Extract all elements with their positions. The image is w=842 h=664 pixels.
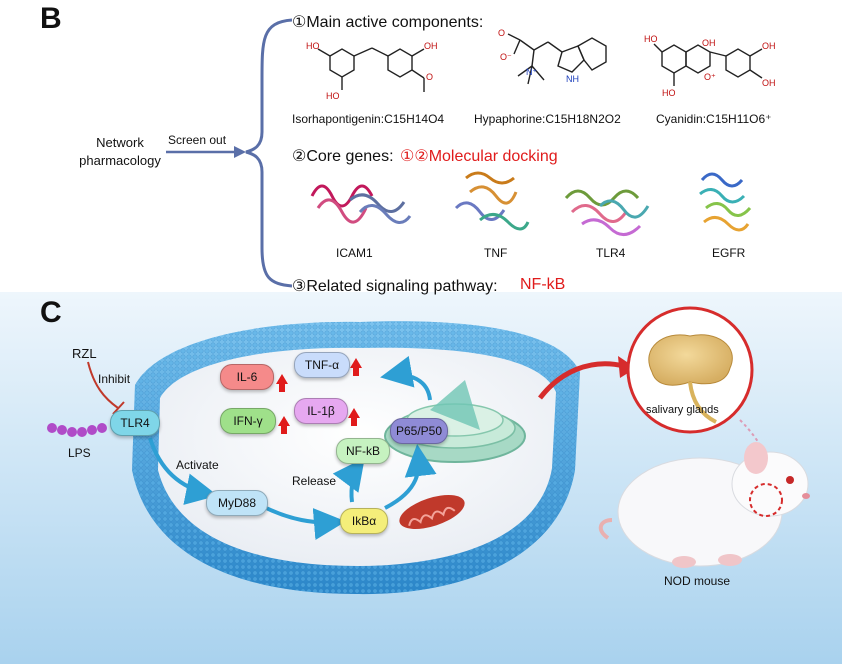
cytokine-il1b: IL-1β xyxy=(294,398,348,424)
svg-text:HO: HO xyxy=(662,88,676,98)
svg-text:OH: OH xyxy=(762,41,776,51)
isorhapontigenin-structure xyxy=(317,47,425,92)
lps-label: LPS xyxy=(68,446,91,460)
svg-text:OH: OH xyxy=(424,41,438,51)
egfr-protein xyxy=(699,172,752,232)
salivary-glands-label: salivary glands xyxy=(646,404,719,416)
gene-tlr4: TLR4 xyxy=(596,246,626,260)
pathway-nfkb: NF-kB xyxy=(520,276,566,293)
inhibit-line xyxy=(87,361,125,415)
lps-chain xyxy=(47,423,107,437)
svg-text:NH: NH xyxy=(566,74,579,84)
rzl-label: RZL xyxy=(72,346,97,361)
pathway-arrows xyxy=(148,355,437,540)
gene-icam1: ICAM1 xyxy=(336,246,373,260)
svg-text:OH: OH xyxy=(702,38,716,48)
nod-mouse xyxy=(598,442,810,568)
hypaphorine-structure xyxy=(507,33,607,85)
svg-text:OH: OH xyxy=(762,78,776,88)
icam1-protein xyxy=(310,184,412,224)
brace-bracket xyxy=(245,18,293,288)
network-pharmacology-line2: pharmacology xyxy=(79,153,161,168)
network-pharmacology-label: Network pharmacology xyxy=(70,134,170,170)
mitochondrion xyxy=(399,495,465,529)
panel-c-letter: C xyxy=(40,296,62,329)
svg-text:O: O xyxy=(498,28,505,38)
p65p50-node: P65/P50 xyxy=(390,418,448,444)
network-pharmacology-line1: Network xyxy=(96,135,144,150)
svg-text:HO: HO xyxy=(644,34,658,44)
component-isorhapontigenin: Isorhapontigenin:C15H14O4 xyxy=(292,112,445,126)
gene-tnf: TNF xyxy=(484,246,508,260)
svg-text:HO: HO xyxy=(306,41,320,51)
salivary-gland-circle xyxy=(626,306,775,481)
nod-mouse-label: NOD mouse xyxy=(664,574,731,588)
tnf-protein xyxy=(454,171,530,231)
screen-out-label: Screen out xyxy=(168,133,227,147)
screen-out-arrow xyxy=(166,146,246,158)
panel-b-letter: B xyxy=(40,2,62,35)
svg-text:O: O xyxy=(426,72,433,82)
myd88-node: MyD88 xyxy=(206,490,268,516)
tlr4-protein xyxy=(564,189,650,236)
cyanidin-structure xyxy=(653,43,763,86)
molecular-docking-label: ①②Molecular docking xyxy=(400,148,558,165)
svg-text:O⁻: O⁻ xyxy=(500,52,512,62)
component-hypaphorine: Hypaphorine:C15H18N2O2 xyxy=(474,112,621,126)
svg-text:N⁺: N⁺ xyxy=(526,67,537,77)
main-components-title: ①Main active components: xyxy=(292,14,484,31)
activate-label: Activate xyxy=(176,458,219,472)
ikba-node: IkBα xyxy=(340,508,388,534)
cytokine-ifng: IFN-γ xyxy=(220,408,276,434)
component-cyanidin: Cyanidin:C15H11O6⁺ xyxy=(656,112,772,126)
up-arrows xyxy=(276,358,362,434)
gene-egfr: EGFR xyxy=(712,246,746,260)
release-label: Release xyxy=(292,474,337,488)
core-genes-title: ②Core genes: xyxy=(292,148,394,165)
inhibit-label: Inhibit xyxy=(98,372,131,386)
pathway-title: ③Related signaling pathway: xyxy=(292,278,498,295)
tlr4-node: TLR4 xyxy=(110,410,160,436)
cytokine-il6: IL-6 xyxy=(220,364,274,390)
nfkb-node: NF-kB xyxy=(336,438,390,464)
cytokine-tnfa: TNF-α xyxy=(294,352,350,378)
svg-text:HO: HO xyxy=(326,91,340,101)
svg-text:O⁺: O⁺ xyxy=(704,72,716,82)
